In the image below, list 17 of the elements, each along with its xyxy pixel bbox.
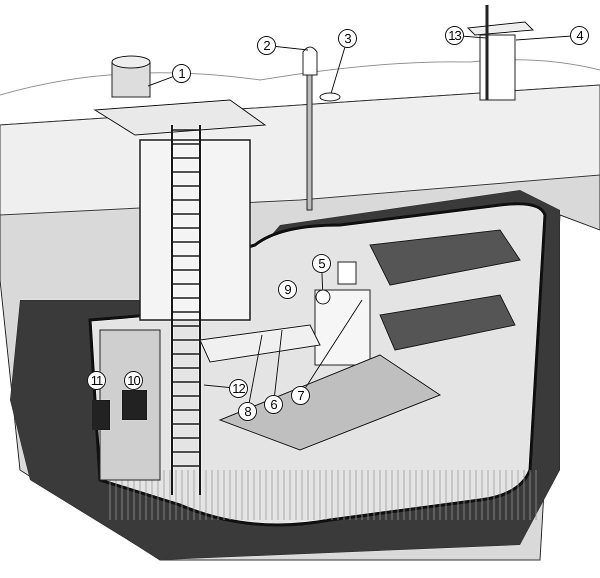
leader-line xyxy=(330,47,346,94)
leader-line xyxy=(274,330,282,396)
callout-number: 13 xyxy=(445,26,464,45)
callout-number: 4 xyxy=(570,26,589,45)
leader-line xyxy=(275,46,308,50)
callout-number: 2 xyxy=(257,36,276,55)
leader-line xyxy=(148,76,174,86)
callout-number: 1 xyxy=(172,64,191,83)
leader-line xyxy=(321,272,324,290)
leader-line xyxy=(305,300,362,388)
round-disk xyxy=(320,92,340,102)
leader-line xyxy=(516,36,571,40)
leader-line xyxy=(463,36,486,38)
leader-line xyxy=(248,334,262,403)
round-fixture xyxy=(316,290,330,304)
callout-number: 3 xyxy=(338,29,357,48)
leader-line xyxy=(204,384,230,388)
